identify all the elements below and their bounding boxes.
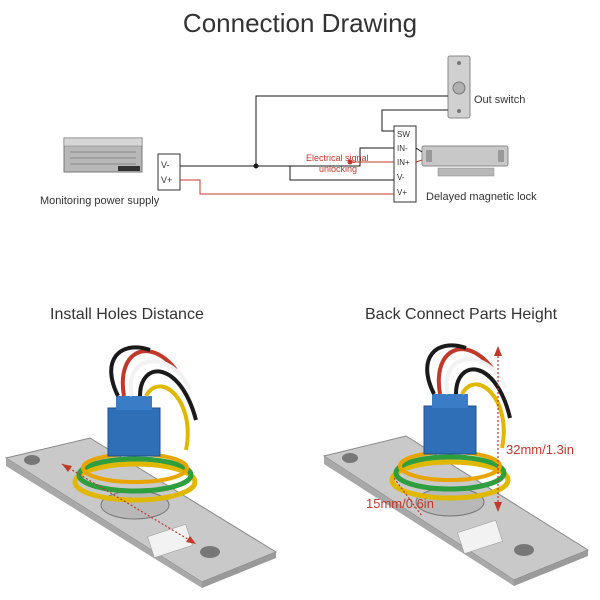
- junction-dot: [253, 163, 259, 169]
- wires: [180, 95, 448, 195]
- terminal-in-minus: IN-: [397, 144, 408, 153]
- terminal-sw: SW: [397, 130, 410, 139]
- psu-label: Monitoring power supply: [40, 195, 160, 207]
- terminal-v-plus: V+: [397, 188, 407, 197]
- magnetic-lock-icon: [421, 145, 509, 177]
- signal-label-line2: unlocking: [319, 164, 357, 174]
- mount-hole-icon: [200, 546, 220, 558]
- controller-terminal-block: [393, 125, 417, 203]
- back-connect-height-title: Back Connect Parts Height: [365, 306, 558, 323]
- mount-hole-icon: [24, 455, 40, 465]
- signal-dot: [347, 159, 353, 165]
- page-title: Connection Drawing: [182, 8, 418, 38]
- psu-terminal-vplus: V+: [161, 175, 172, 185]
- back-connect-height-photo: 32mm/1.3in 15mm/0.6in: [322, 343, 590, 586]
- wiring-diagram: V- V+ Monitoring power supply Out switch…: [40, 55, 537, 207]
- psu-terminal-box: [157, 153, 181, 191]
- mount-hole-icon: [514, 544, 534, 556]
- signal-label-line1: Electrical signal: [306, 153, 369, 163]
- width-label: 15mm/0.6in: [366, 496, 434, 511]
- install-holes-photo: [4, 345, 278, 588]
- height-label: 32mm/1.3in: [506, 442, 574, 457]
- out-switch-icon: [447, 55, 471, 119]
- magnetic-lock-label: Delayed magnetic lock: [426, 191, 537, 203]
- psu-terminal-vminus: V-: [161, 160, 170, 170]
- power-supply-icon: [63, 137, 143, 173]
- mount-hole-icon: [342, 453, 358, 463]
- out-switch-label: Out switch: [474, 94, 525, 106]
- install-holes-title: Install Holes Distance: [50, 306, 204, 323]
- terminal-v-minus: V-: [397, 173, 405, 182]
- terminal-in-plus: IN+: [397, 158, 410, 167]
